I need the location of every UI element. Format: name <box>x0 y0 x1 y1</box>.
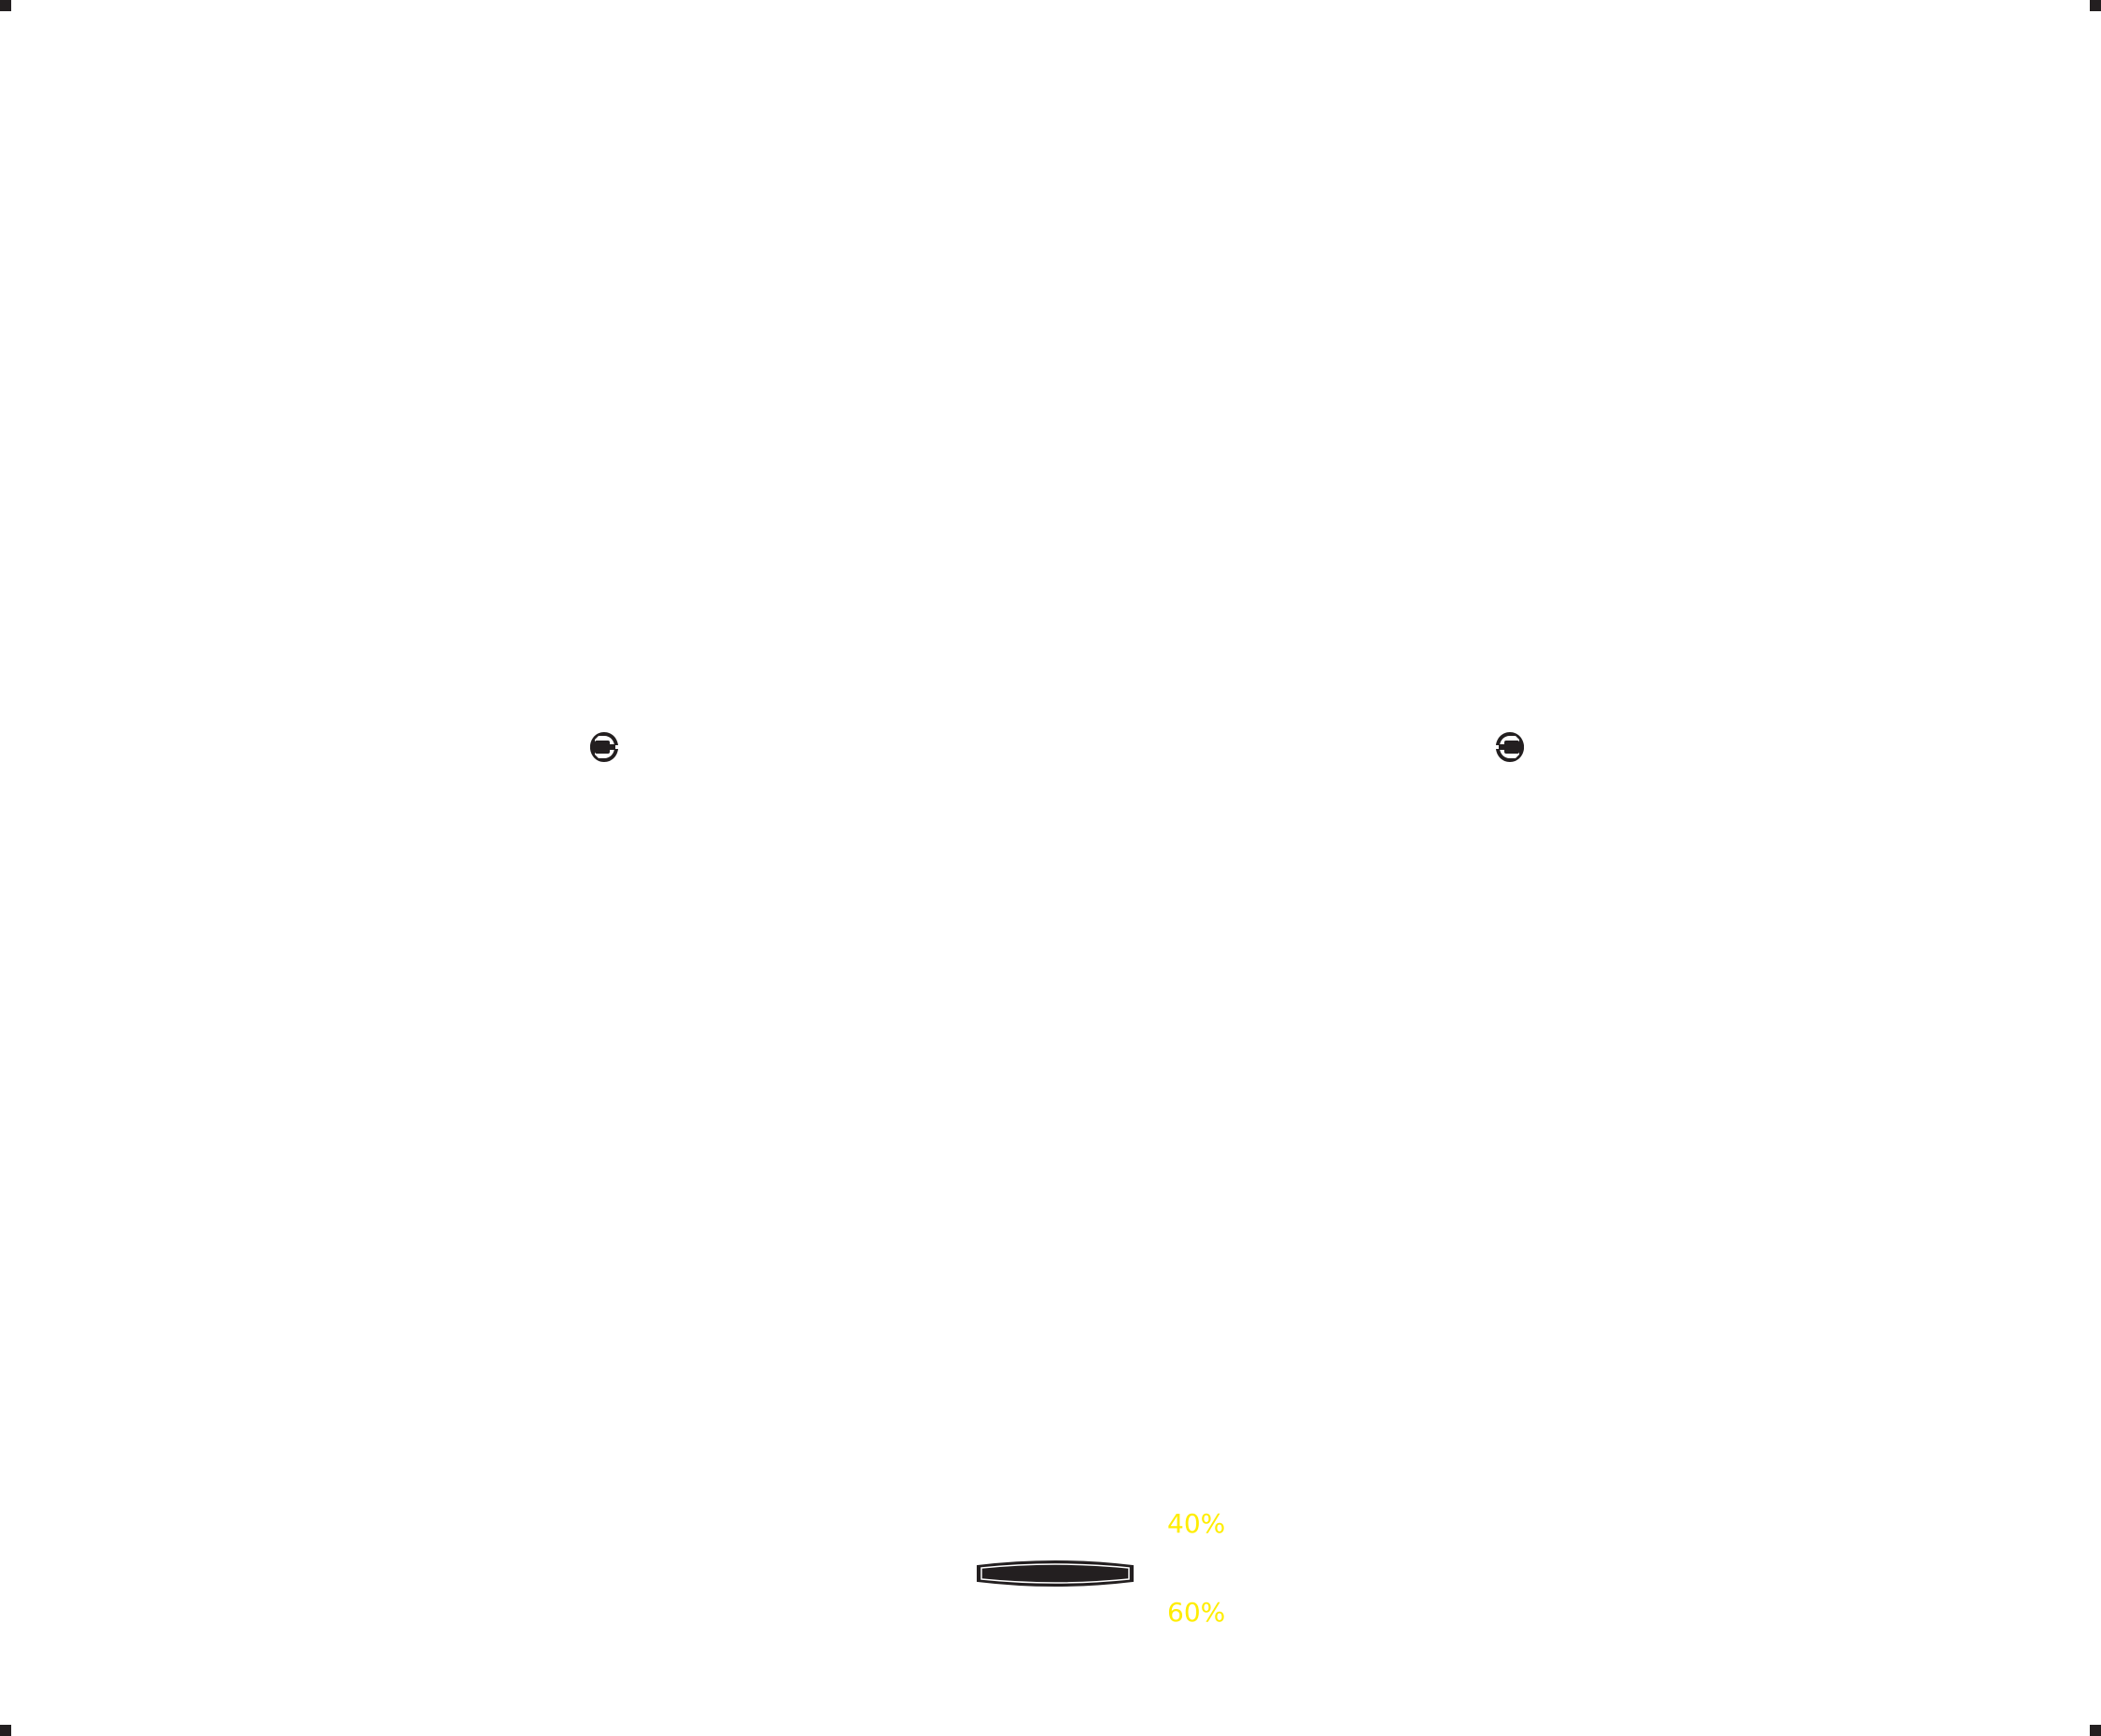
gripper-left-icon[interactable] <box>585 728 623 766</box>
top-percent-label: 40% <box>1167 1508 1226 1539</box>
bottom-percent-label: 60% <box>1167 1597 1226 1628</box>
corner-mark-bottom-right <box>2090 1725 2101 1736</box>
pill-handle[interactable] <box>976 1555 1135 1592</box>
gripper-right-icon[interactable] <box>1491 728 1529 766</box>
corner-mark-top-left <box>0 0 11 11</box>
corner-mark-top-right <box>2090 0 2101 11</box>
corner-mark-bottom-left <box>0 1725 11 1736</box>
